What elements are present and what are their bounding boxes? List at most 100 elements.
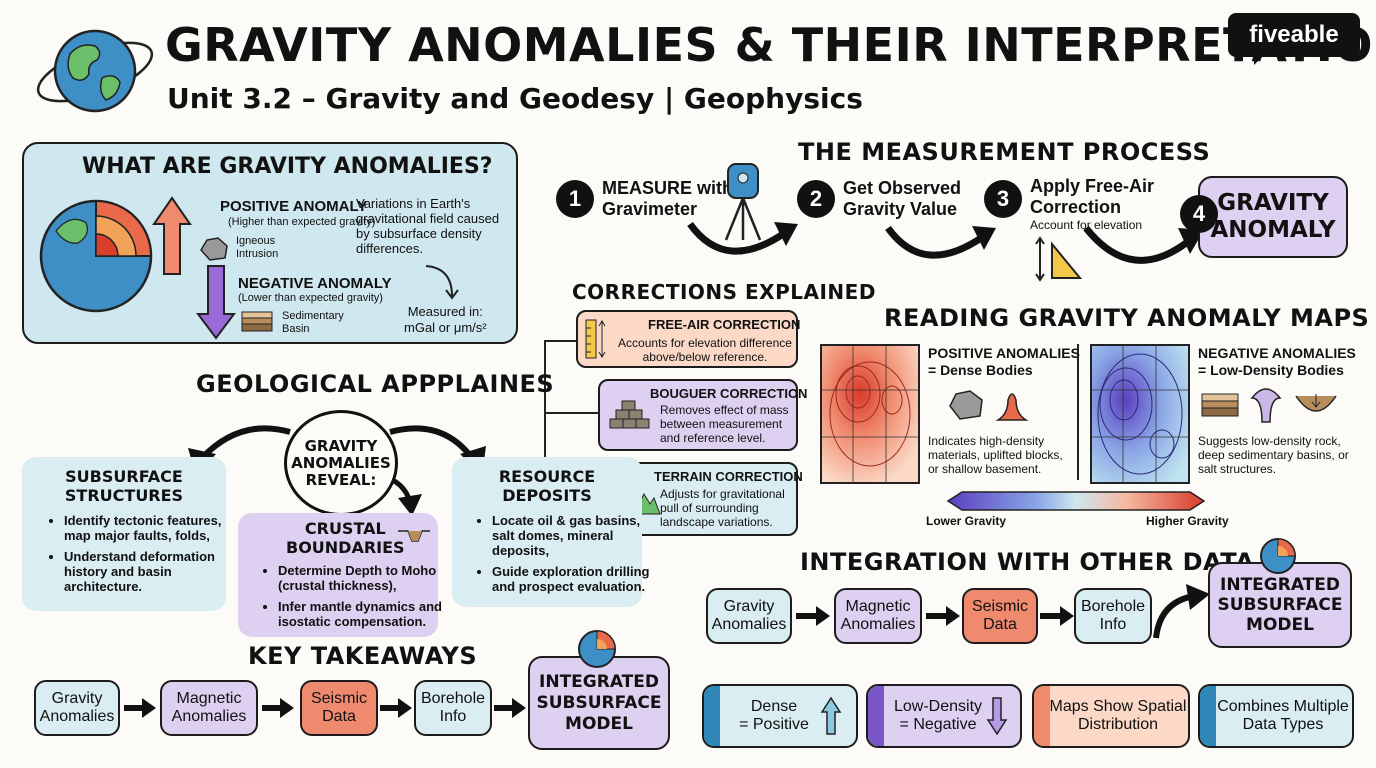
moho-profile-icon bbox=[396, 527, 432, 552]
list-item: Understand deformation history and basin… bbox=[64, 549, 236, 594]
subsurface-list: Identify tectonic features, map major fa… bbox=[48, 513, 236, 600]
logo-tail bbox=[1254, 55, 1264, 65]
integration-gravity: Gravity Anomalies bbox=[706, 588, 792, 644]
takeaway-card-low-density-text: Low-Density = Negative bbox=[893, 698, 983, 733]
what-box: WHAT ARE GRAVITY ANOMALIES? POSITIVE ANO… bbox=[22, 142, 518, 344]
salt-dome-icon bbox=[1248, 384, 1284, 429]
what-title: WHAT ARE GRAVITY ANOMALIES? bbox=[82, 154, 493, 179]
free-air-title: FREE-AIR CORRECTION bbox=[648, 317, 801, 332]
step-2-number: 2 bbox=[797, 180, 835, 218]
curved-arrow-icon bbox=[422, 262, 462, 307]
list-item: Determine Depth to Moho (crustal thickne… bbox=[278, 563, 448, 593]
subsurface-card: SUBSURFACE STRUCTURES Identify tectonic … bbox=[22, 457, 226, 611]
measurement-title: THE MEASUREMENT PROCESS bbox=[798, 138, 1211, 166]
step-4-number: 4 bbox=[1180, 195, 1218, 233]
step-3-text: Apply Free-Air Correction bbox=[1030, 176, 1155, 217]
crustal-title: CRUSTAL BOUNDARIES bbox=[286, 519, 405, 557]
integration-borehole: Borehole Info bbox=[1074, 588, 1152, 644]
definition-text: Variations in Earth's gravitational fiel… bbox=[356, 196, 500, 256]
card-edge bbox=[1200, 686, 1216, 746]
step-3-sub: Account for elevation bbox=[1030, 218, 1143, 232]
list-item: Infer mantle dynamics and isostatic comp… bbox=[278, 599, 448, 629]
higher-gravity-label: Higher Gravity bbox=[1146, 514, 1229, 528]
takeaway-gravity: Gravity Anomalies bbox=[34, 680, 120, 736]
uplift-icon bbox=[994, 386, 1030, 429]
takeaway-card-maps-text: Maps Show Spatial Distribution bbox=[1049, 698, 1187, 733]
resource-title: RESOURCE DEPOSITS bbox=[498, 467, 596, 505]
bracket-tick-2 bbox=[544, 412, 598, 414]
bouguer-title: BOUGUER CORRECTION bbox=[650, 386, 808, 401]
negative-anomalies-title: NEGATIVE ANOMALIES = Low-Density Bodies bbox=[1198, 345, 1356, 378]
terrain-text: Adjusts for gravitational pull of surrou… bbox=[660, 487, 785, 529]
takeaway-card-maps: Maps Show Spatial Distribution bbox=[1032, 684, 1190, 748]
takeaway-seismic: Seismic Data bbox=[300, 680, 378, 736]
negative-anomaly-sub: (Lower than expected gravity) bbox=[238, 292, 383, 304]
takeaway-arrow-3 bbox=[380, 698, 412, 723]
step-2-text: Get Observed Gravity Value bbox=[843, 178, 962, 219]
gravity-anomaly-result: GRAVITY ANOMALY bbox=[1198, 176, 1348, 258]
free-air-ruler-icon bbox=[584, 318, 606, 365]
terrain-title: TERRAIN CORRECTION bbox=[654, 469, 803, 484]
takeaway-arrow-1 bbox=[124, 698, 156, 723]
bouguer-card: BOUGUER CORRECTION Removes effect of mas… bbox=[598, 379, 807, 451]
fiveable-logo[interactable]: fiveable bbox=[1228, 13, 1360, 57]
takeaway-card-combines-text: Combines Multiple Data Types bbox=[1217, 698, 1349, 733]
step-1-text: MEASURE with Gravimeter bbox=[602, 178, 734, 219]
step-arrow-2 bbox=[884, 222, 1004, 281]
sediment-layers-icon bbox=[240, 310, 274, 339]
resource-card: RESOURCE DEPOSITS Locate oil & gas basin… bbox=[452, 457, 649, 607]
takeaway-card-dense: Dense = Positive bbox=[702, 684, 858, 748]
negative-anomaly-map bbox=[1090, 344, 1190, 484]
card-edge bbox=[868, 686, 884, 746]
maps-divider bbox=[1077, 344, 1079, 480]
positive-arrow-icon bbox=[152, 196, 192, 281]
positive-anomaly-map bbox=[820, 344, 920, 484]
basin-dip-icon bbox=[1294, 392, 1338, 423]
igneous-rock-icon bbox=[198, 236, 230, 267]
list-item: Locate oil & gas basins, salt domes, min… bbox=[492, 513, 656, 558]
takeaway-card-dense-text: Dense = Positive bbox=[739, 698, 809, 733]
basin-layers-icon bbox=[1200, 392, 1240, 425]
step-arrow-1 bbox=[686, 214, 806, 279]
integration-result: INTEGRATED SUBSURFACE MODEL bbox=[1208, 562, 1352, 648]
takeaway-result-text: INTEGRATED SUBSURFACE MODEL bbox=[536, 671, 662, 734]
units-text: Measured in: mGal or μm/s² bbox=[404, 304, 487, 335]
igneous-intrusion-label: Igneous Intrusion bbox=[236, 235, 279, 260]
takeaway-globe-icon bbox=[576, 628, 618, 675]
step-arrow-3 bbox=[1082, 222, 1212, 287]
dense-rock-icon bbox=[946, 388, 986, 427]
list-item: Guide exploration drilling and prospect … bbox=[492, 564, 656, 594]
geo-center-text: GRAVITY ANOMALIES REVEAL: bbox=[291, 436, 391, 489]
takeaway-card-low-density: Low-Density = Negative bbox=[866, 684, 1022, 748]
integration-curved-arrow bbox=[1150, 582, 1214, 647]
up-arrow-icon bbox=[820, 696, 842, 735]
gravimeter-icon bbox=[718, 160, 768, 247]
integration-magnetic: Magnetic Anomalies bbox=[834, 588, 922, 644]
integration-arrow-1 bbox=[796, 606, 830, 631]
positive-anomalies-title: POSITIVE ANOMALIES = Dense Bodies bbox=[928, 345, 1080, 378]
bouguer-bricks-icon bbox=[608, 397, 652, 436]
integration-arrow-2 bbox=[926, 606, 960, 631]
negative-arrow-icon bbox=[196, 264, 236, 345]
logo-text: fiveable bbox=[1249, 21, 1339, 48]
card-edge bbox=[704, 686, 720, 746]
crustal-list: Determine Depth to Moho (crustal thickne… bbox=[262, 563, 448, 635]
step-4-text: GRAVITY ANOMALY bbox=[1210, 190, 1336, 243]
down-arrow-icon bbox=[986, 697, 1008, 736]
page-title: GRAVITY ANOMALIES & THEIR INTERPRETATION bbox=[165, 18, 1376, 72]
resource-list: Locate oil & gas basins, salt domes, min… bbox=[476, 513, 656, 600]
free-air-text: Accounts for elevation difference above/… bbox=[618, 336, 792, 364]
page-subtitle: Unit 3.2 – Gravity and Geodesy | Geophys… bbox=[167, 82, 863, 115]
takeaway-magnetic: Magnetic Anomalies bbox=[160, 680, 258, 736]
list-item: Identify tectonic features, map major fa… bbox=[64, 513, 236, 543]
card-edge bbox=[1034, 686, 1050, 746]
positive-anomaly-title: POSITIVE ANOMALY bbox=[220, 198, 368, 215]
sedimentary-basin-label: Sedimentary Basin bbox=[282, 310, 344, 335]
takeaway-borehole: Borehole Info bbox=[414, 680, 492, 736]
positive-anomalies-text: Indicates high-density materials, uplift… bbox=[928, 434, 1063, 476]
positive-anomaly-sub: (Higher than expected gravity) bbox=[228, 216, 376, 228]
takeaway-card-combines: Combines Multiple Data Types bbox=[1198, 684, 1354, 748]
bracket-tick-1 bbox=[544, 340, 576, 342]
takeaways-title: KEY TAKEAWAYS bbox=[248, 642, 478, 670]
negative-anomalies-text: Suggests low-density rock, deep sediment… bbox=[1198, 434, 1349, 476]
